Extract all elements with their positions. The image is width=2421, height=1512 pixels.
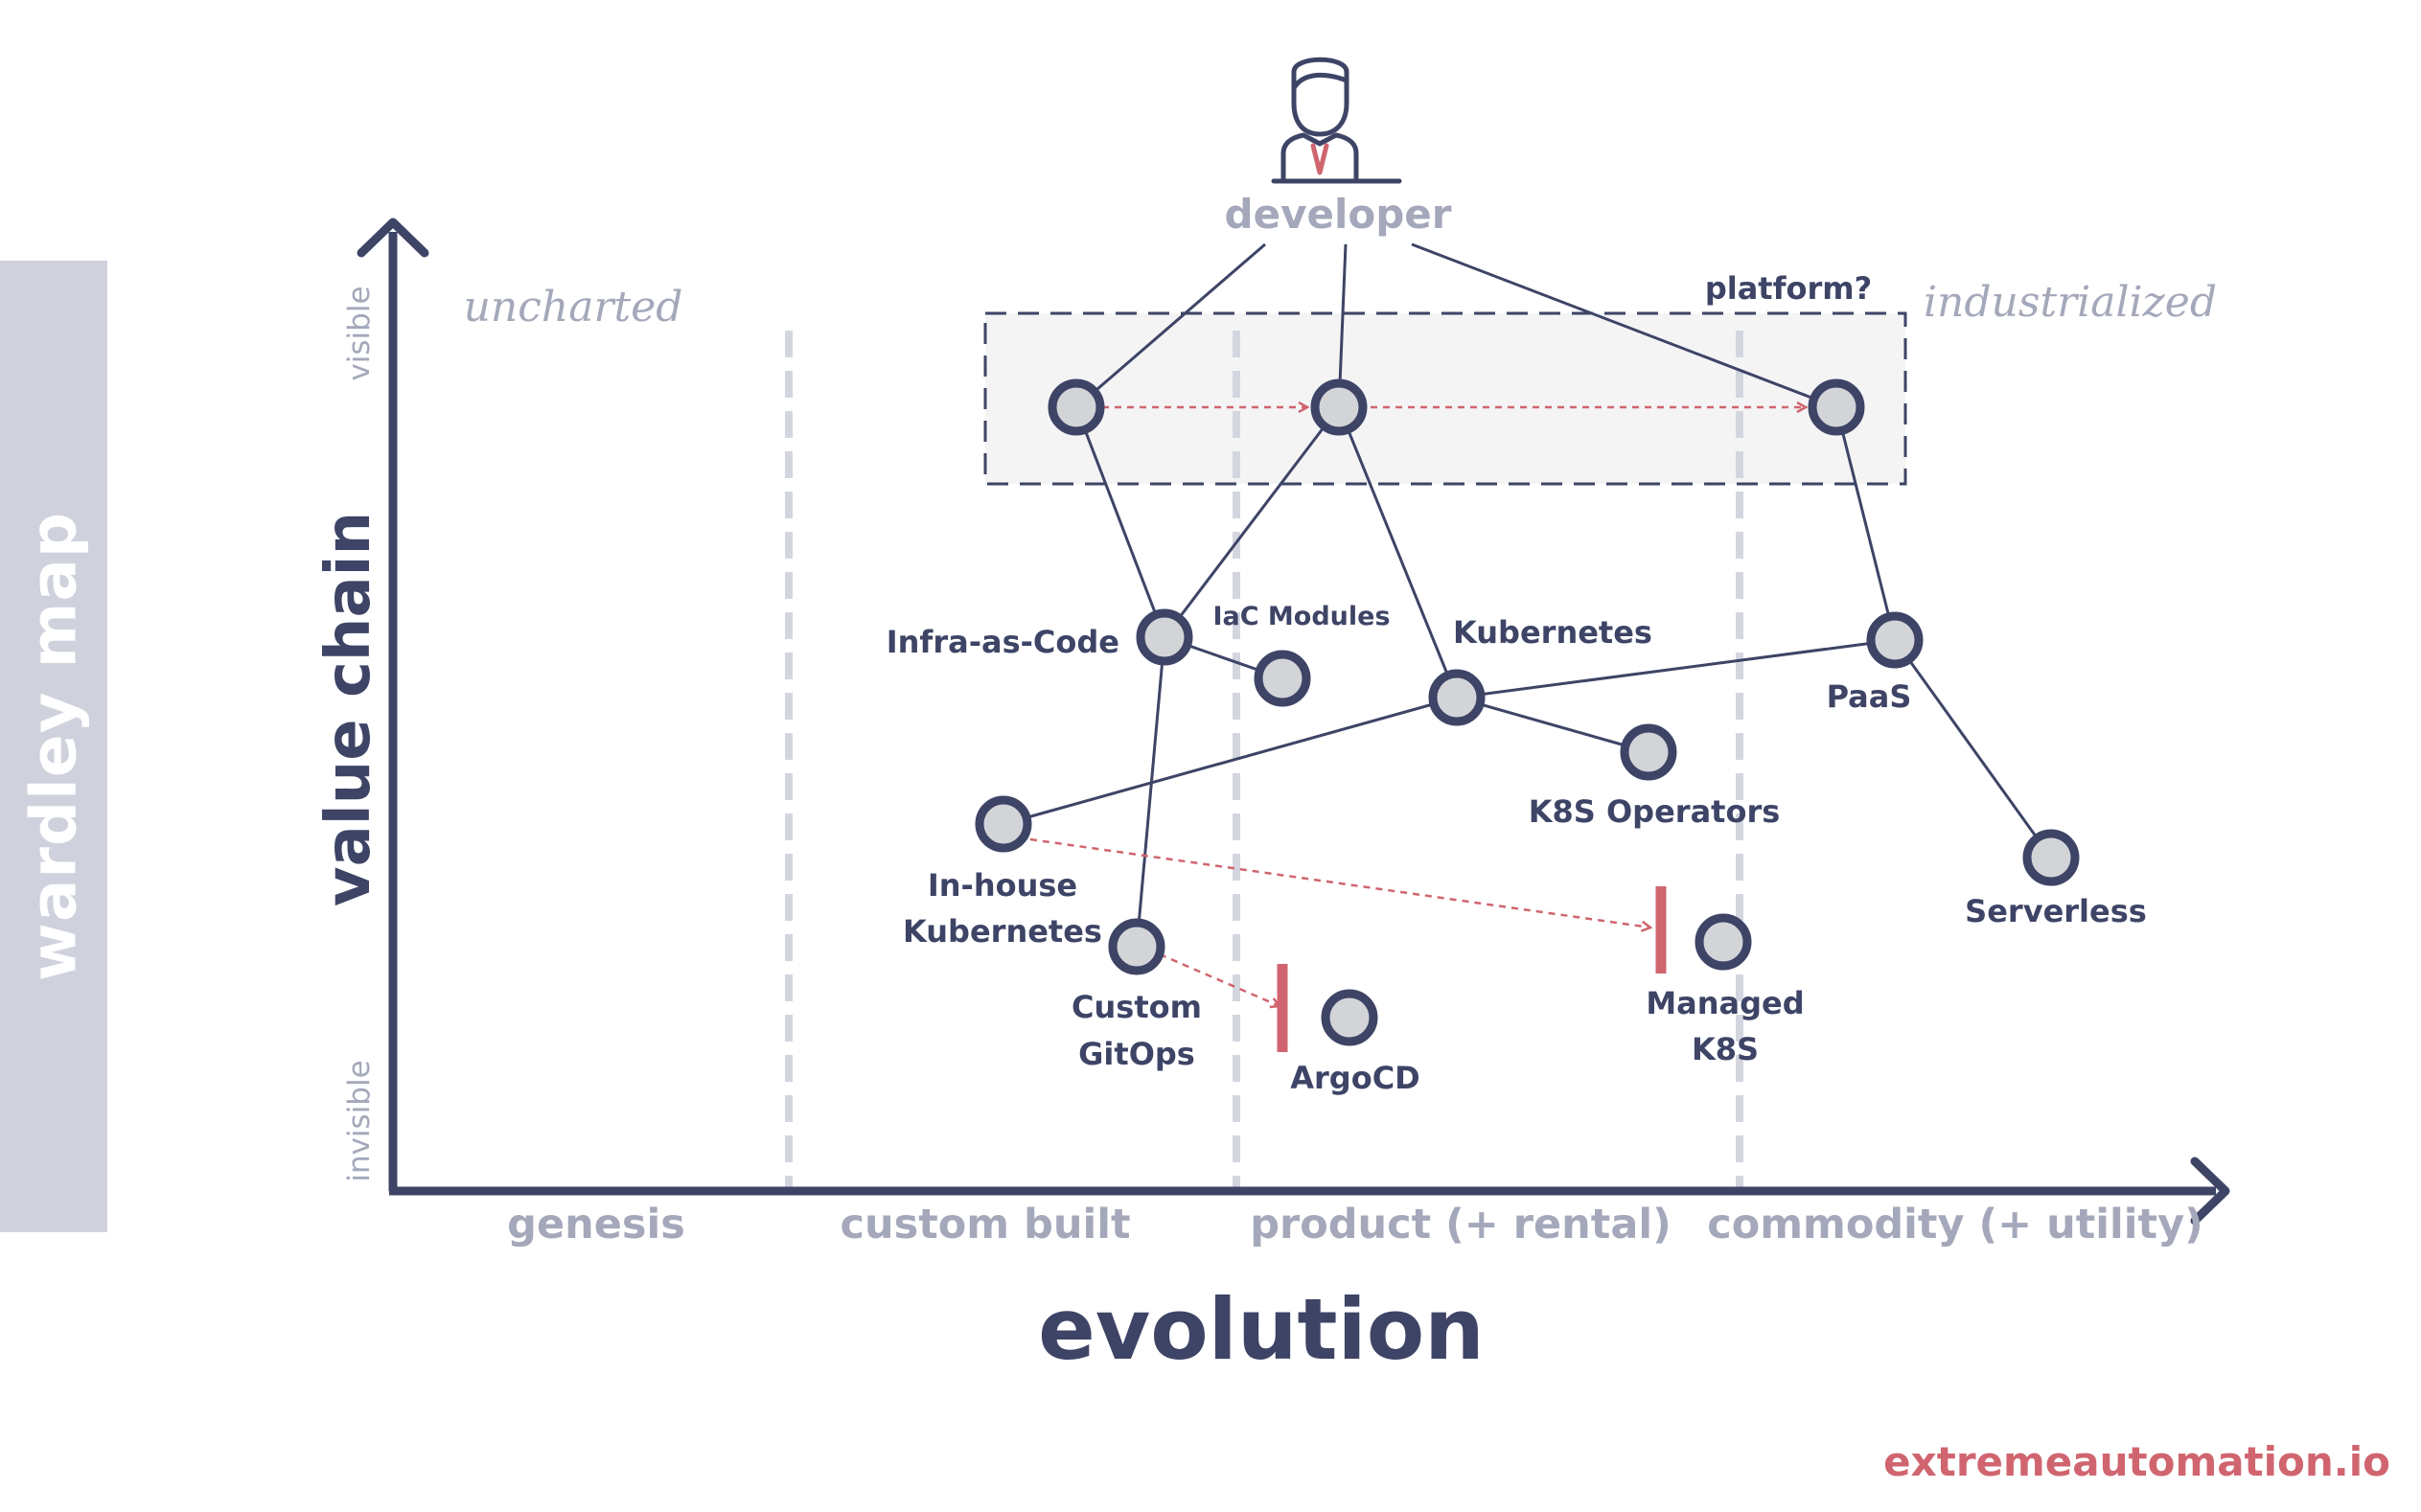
node-platform-b: [1310, 378, 1368, 436]
label-k8s-operators: K8S Operators: [1529, 793, 1781, 830]
component-nodes: [975, 378, 2080, 1046]
platform-group-box: [983, 311, 1907, 486]
link-developer-c: [1411, 242, 1837, 409]
node-platform-c: [1808, 378, 1865, 436]
label-infra-as-code: Infra-as-Code: [887, 624, 1119, 660]
stage-custom-built: custom built: [841, 1201, 1131, 1249]
node-paas: [1866, 611, 1924, 669]
stage-genesis: genesis: [507, 1201, 685, 1249]
evolution-arrows: [1029, 407, 1806, 1006]
link-kubernetes-inhouse: [1003, 696, 1458, 826]
brand-link[interactable]: extremeautomation.io: [1883, 1438, 2390, 1485]
link-a-iac: [1074, 406, 1166, 638]
label-argocd: ArgoCD: [1290, 1060, 1419, 1096]
label-gitops-line1: Custom: [1072, 989, 1202, 1025]
link-paas-serverless: [1893, 639, 2053, 859]
y-axis-title: value chain: [313, 512, 384, 906]
zone-uncharted: uncharted: [464, 283, 683, 332]
link-iac-gitops: [1135, 636, 1166, 948]
evolution-arrow-gitops-argocd: [1159, 952, 1280, 1006]
stage-product: product (+ rental): [1250, 1201, 1672, 1249]
x-axis-arrowhead: [2190, 1157, 2230, 1226]
node-kubernetes: [1428, 669, 1486, 726]
node-platform-a: [1048, 378, 1105, 436]
zone-industrialized: industrialized: [1924, 278, 2217, 327]
label-inhouse-line2: Kubernetes: [903, 913, 1102, 950]
link-c-paas: [1834, 406, 1897, 641]
node-infra-as-code: [1136, 608, 1193, 666]
link-kubernetes-operators: [1456, 696, 1649, 754]
label-serverless: Serverless: [1965, 893, 2147, 929]
y-axis-top-label: visible: [342, 286, 377, 380]
node-inhouse-kubernetes: [975, 795, 1032, 853]
label-inhouse-line1: In-house: [928, 867, 1077, 904]
link-b-kubernetes: [1337, 406, 1459, 699]
link-developer-a: [1075, 242, 1266, 409]
node-custom-gitops: [1108, 918, 1165, 975]
label-gitops-line2: GitOps: [1078, 1036, 1195, 1072]
label-kubernetes: Kubernetes: [1453, 614, 1652, 651]
link-b-iac: [1163, 406, 1341, 638]
side-band: [0, 261, 107, 1232]
node-iac-modules: [1254, 650, 1311, 707]
label-paas: PaaS: [1827, 678, 1912, 715]
node-argocd: [1321, 989, 1378, 1046]
developer-label: developer: [1225, 191, 1452, 238]
label-iac-modules: IaC Modules: [1212, 602, 1390, 631]
y-axis-arrowhead: [357, 218, 429, 258]
node-serverless: [2022, 829, 2080, 886]
node-k8s-operators: [1620, 723, 1677, 781]
platform-label: platform?: [1705, 270, 1872, 307]
x-axis-title: evolution: [1038, 1280, 1485, 1379]
node-managed-k8s: [1695, 913, 1752, 971]
label-managed-line2: K8S: [1692, 1031, 1759, 1067]
y-axis-bottom-label: invisible: [342, 1060, 377, 1181]
developer-icon: [1271, 57, 1402, 184]
evolution-arrow-inhouse-managed: [1029, 837, 1650, 928]
label-managed-line1: Managed: [1646, 985, 1804, 1021]
link-kubernetes-paas: [1456, 638, 1896, 699]
stage-commodity: commodity (+ utility): [1707, 1201, 2203, 1249]
dependency-links: [1003, 242, 2053, 948]
